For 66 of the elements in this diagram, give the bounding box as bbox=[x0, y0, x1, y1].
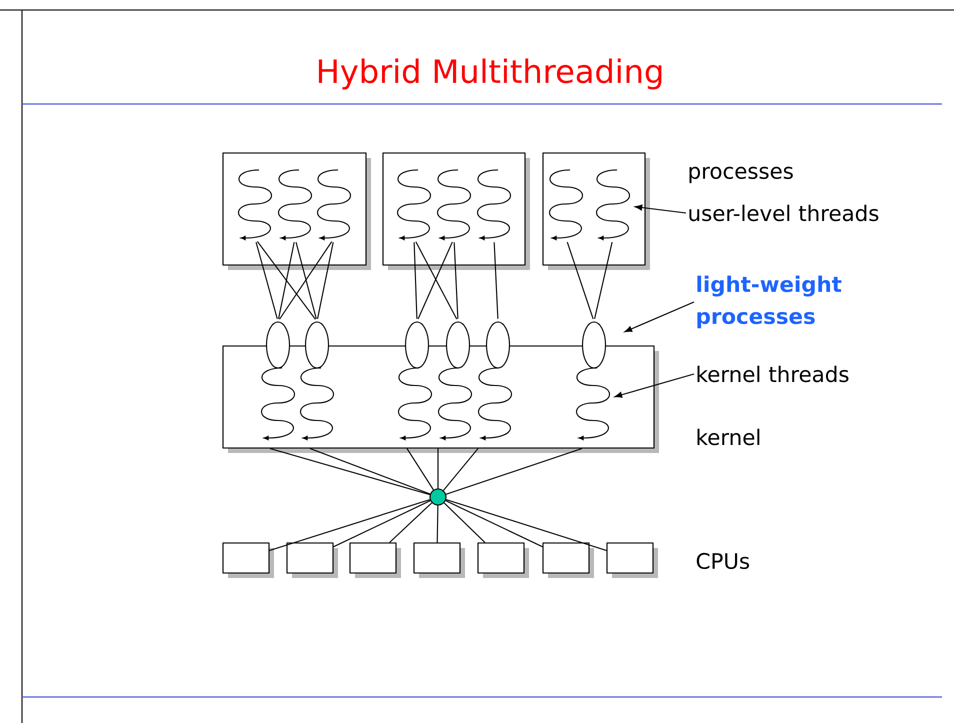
lwp-ellipse bbox=[582, 321, 606, 369]
connector-line bbox=[437, 448, 439, 488]
thread-squiggle bbox=[398, 367, 432, 440]
thread-squiggle bbox=[478, 367, 512, 440]
connector-line bbox=[445, 500, 543, 548]
connector-line bbox=[444, 502, 486, 543]
connector-line bbox=[310, 448, 430, 494]
annotation-text: kernel bbox=[698, 428, 760, 446]
lwp-ellipse bbox=[446, 321, 470, 369]
connector-line bbox=[414, 242, 418, 319]
connector-line bbox=[406, 448, 434, 490]
lwp-ellipse bbox=[486, 321, 510, 369]
annotation-text: light-weight processes bbox=[697, 276, 842, 328]
dispatch-dot bbox=[429, 488, 447, 506]
leader-line bbox=[634, 204, 686, 214]
thread-squiggle bbox=[438, 367, 472, 440]
connector-line bbox=[436, 506, 438, 542]
title: Hybrid Multithreading bbox=[318, 58, 662, 90]
thread-squiggle bbox=[477, 169, 511, 240]
connector-line bbox=[256, 242, 278, 320]
connector-line bbox=[454, 242, 458, 319]
cpu-box bbox=[413, 542, 465, 578]
process-box bbox=[542, 152, 650, 270]
thread-squiggle bbox=[300, 367, 334, 440]
annotation-text: CPUs bbox=[696, 552, 750, 570]
lwp-ellipse bbox=[404, 321, 430, 369]
cpu-box bbox=[542, 542, 594, 578]
annotation-text: user-level threads bbox=[689, 204, 878, 222]
thread-squiggle bbox=[576, 367, 610, 440]
connector-line bbox=[317, 242, 334, 319]
thread-squiggle bbox=[596, 169, 630, 240]
cpu-box bbox=[606, 542, 658, 578]
connector-line bbox=[333, 500, 431, 548]
connector-line bbox=[566, 242, 594, 320]
thread-squiggle bbox=[238, 169, 272, 240]
connector-line bbox=[296, 242, 317, 320]
kernel-box bbox=[222, 345, 659, 453]
thread-squiggle bbox=[549, 169, 583, 240]
leader-line bbox=[624, 302, 694, 332]
connector-line bbox=[269, 499, 430, 552]
lwp-ellipse bbox=[266, 321, 290, 369]
thread-squiggle bbox=[397, 169, 431, 240]
thread-squiggle bbox=[437, 169, 471, 240]
thread-squiggle bbox=[317, 169, 351, 240]
connector-line bbox=[389, 502, 432, 543]
connector-line bbox=[494, 242, 498, 319]
thread-squiggle bbox=[278, 169, 312, 240]
lwp-ellipse bbox=[304, 321, 330, 369]
connector-line bbox=[594, 242, 613, 319]
connector-line bbox=[443, 448, 478, 491]
leader-line bbox=[614, 373, 694, 398]
thread-squiggle bbox=[261, 367, 295, 440]
cpu-box bbox=[286, 542, 338, 578]
process-box bbox=[222, 152, 371, 270]
connector-line bbox=[270, 448, 430, 496]
cpu-box bbox=[477, 542, 529, 578]
connector-line bbox=[256, 241, 316, 320]
connector-line bbox=[446, 499, 607, 552]
process-box bbox=[382, 152, 530, 270]
cpu-box bbox=[349, 542, 401, 578]
cpu-box bbox=[222, 542, 274, 578]
annotation-text: kernel threads bbox=[698, 366, 848, 382]
connector-line bbox=[278, 242, 295, 319]
connector-line bbox=[446, 448, 582, 495]
connector-line bbox=[279, 241, 332, 320]
annotation-text: processes bbox=[690, 166, 793, 184]
